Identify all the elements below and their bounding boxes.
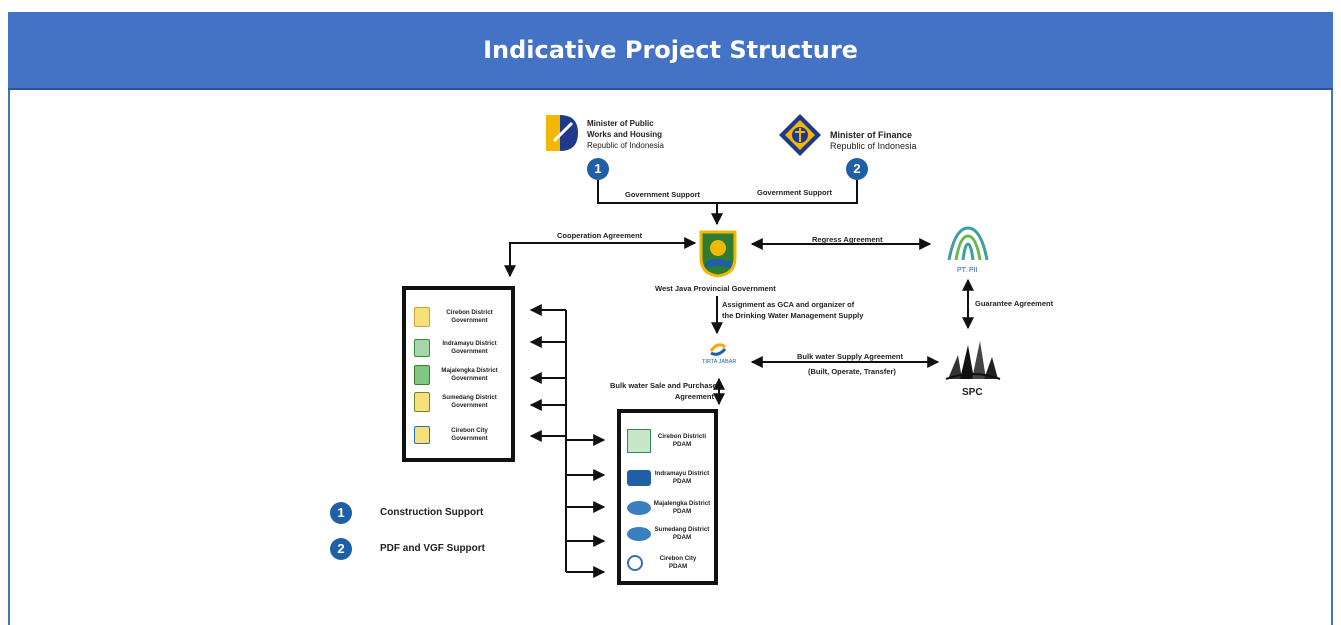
- badge-two-icon: 2: [846, 158, 868, 180]
- pdam-logo-icon: [627, 470, 651, 486]
- legend-construction-label: Construction Support: [380, 507, 484, 518]
- spc-logo-icon: [945, 341, 1001, 380]
- tirta-jabar-logo-icon: [709, 343, 727, 356]
- west-java-label: West Java Provincial Government: [655, 284, 776, 293]
- pdam-logo-icon: [627, 501, 651, 515]
- tirta-jabar-label: TIRTA JABAR: [702, 359, 737, 365]
- pdam-logo-icon: [627, 527, 651, 541]
- pt-pii-logo-icon: [947, 226, 989, 261]
- finance-label: Minister of Finance Republic of Indonesi…: [830, 130, 917, 151]
- pupr-label: Minister of Public Works and Housing Rep…: [587, 119, 664, 150]
- legend-badge-two-icon: 2: [330, 538, 352, 560]
- district-crest-icon: [414, 426, 430, 444]
- assignment-label: Assignment as GCA and organizer of the D…: [722, 300, 864, 320]
- bulk-sale-label: Bulk water Sale and Purchase Agreement: [610, 381, 717, 401]
- bulk-supply-label: Bulk water Supply Agreement: [797, 352, 903, 361]
- gov-support-right-label: Government Support: [757, 188, 833, 197]
- gov-support-left-label: Government Support: [625, 190, 701, 199]
- gov-support-line: [597, 176, 858, 204]
- pt-pii-label: PT. PII: [957, 267, 978, 274]
- guarantee-label: Guarantee Agreement: [975, 299, 1054, 308]
- bot-label: (Built, Operate, Transfer): [808, 367, 896, 376]
- west-java-emblem-icon: [699, 230, 737, 278]
- district-crest-icon: [414, 365, 430, 385]
- spc-label: SPC: [962, 387, 983, 398]
- finance-logo-icon: [779, 114, 821, 156]
- legend-badge-one-icon: 1: [330, 502, 352, 524]
- district-crest-icon: [414, 307, 430, 327]
- badge-one-icon: 1: [587, 158, 609, 180]
- regress-label: Regress Agreement: [812, 235, 883, 244]
- pdam-logo-icon: [627, 555, 643, 571]
- cooperation-arrow: [504, 237, 697, 278]
- district-crest-icon: [414, 339, 430, 357]
- pupr-logo-icon: [546, 115, 578, 151]
- district-crest-icon: [414, 392, 430, 412]
- legend-pdf-vgf-label: PDF and VGF Support: [380, 543, 485, 554]
- pdam-logo-icon: [627, 429, 651, 453]
- page-title: Indicative Project Structure: [483, 36, 858, 64]
- cooperation-label: Cooperation Agreement: [557, 231, 643, 240]
- title-banner: Indicative Project Structure: [8, 12, 1333, 90]
